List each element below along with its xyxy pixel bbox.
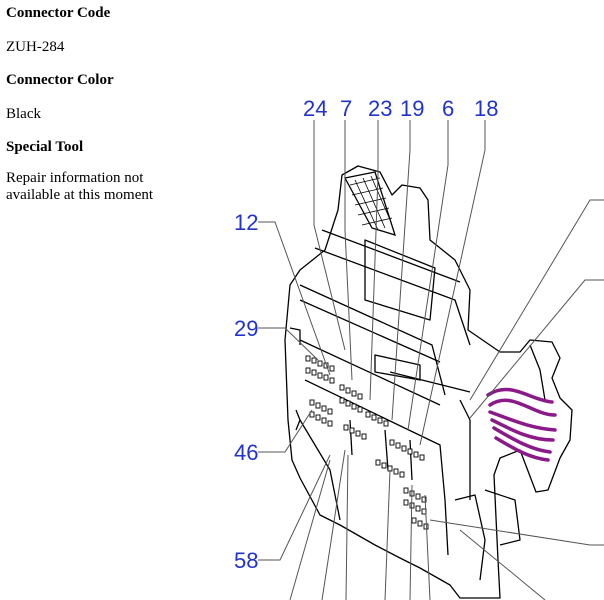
wire-harness: [486, 387, 557, 462]
latch-crosshatch: [344, 171, 396, 236]
connector-info-panel: Connector Code ZUH-284 Connector Color B…: [6, 0, 206, 204]
connector-code-value: ZUH-284: [6, 39, 65, 55]
pin-label-18: 18: [474, 96, 498, 121]
pin-label-29: 29: [234, 316, 258, 341]
pin-label-19: 19: [400, 96, 424, 121]
leader-lines: [258, 120, 604, 600]
connector-color-heading: Connector Color: [6, 72, 114, 88]
special-tool-value: Repair information not available at this…: [6, 170, 154, 203]
connector-body: [284, 165, 573, 599]
pin-label-23: 23: [368, 96, 392, 121]
pin-label-6: 6: [442, 96, 454, 121]
connector-code-heading: Connector Code: [6, 5, 111, 21]
special-tool-heading: Special Tool: [6, 139, 84, 155]
pin-label-7: 7: [340, 96, 352, 121]
pin-label-58: 58: [234, 548, 258, 573]
connector-color-value: Black: [6, 106, 41, 122]
pin-labels: 24 7 23 19 6 18 12 29 46 58: [234, 96, 498, 573]
pin-label-24: 24: [303, 96, 327, 121]
pin-label-12: 12: [234, 210, 258, 235]
pin-label-46: 46: [234, 440, 258, 465]
